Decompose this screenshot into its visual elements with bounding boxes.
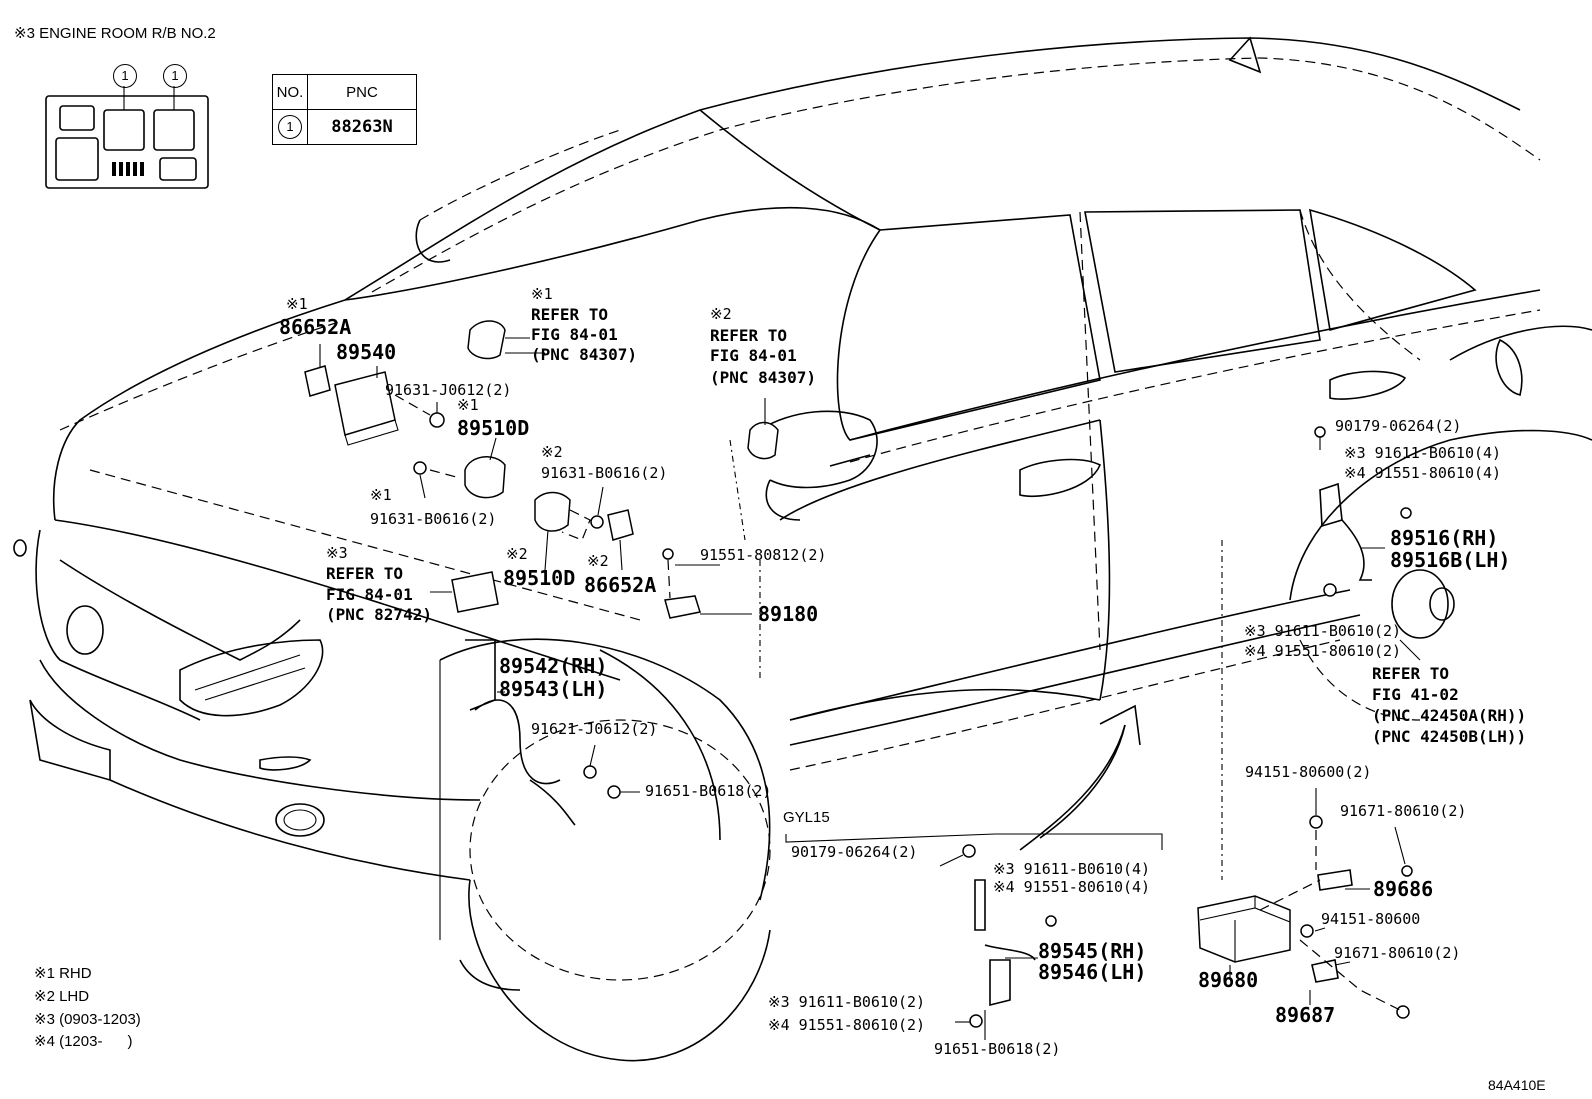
note-mark: ※2	[710, 305, 732, 323]
part-label-91551-80610-gyl-4: ※4 91551-80610(4)	[993, 878, 1151, 896]
part-label-91611-b0610-rear: ※3 91611-B0610(4)	[1344, 444, 1502, 462]
refer-text: (PNC 82742)	[326, 605, 432, 624]
part-label-91651-b0618-gyl: 91651-B0618(2)	[934, 1040, 1061, 1058]
leader-lines	[319, 344, 1421, 1040]
part-label-91611-b0610-hub: ※3 91611-B0610(2)	[1244, 622, 1402, 640]
refer-text: FIG 84-01	[326, 585, 413, 604]
refer-text: REFER TO	[326, 564, 404, 583]
part-label-90179-06264-rear: 90179-06264(2)	[1335, 417, 1462, 435]
part-label-89687: 89687	[1275, 1003, 1336, 1027]
part-icons	[304, 320, 1455, 1028]
pnc-table-row-no: 1	[278, 115, 302, 139]
part-label-91631-b0616-lhd: 91631-B0616(2)	[541, 464, 668, 482]
pnc-table-header-no: NO.	[272, 74, 308, 110]
part-label-89510d-rhd: 89510D	[457, 416, 530, 440]
note-mark: ※2	[506, 545, 528, 563]
part-label-89686: 89686	[1373, 877, 1434, 901]
refer-text: (PNC 42450B(LH))	[1372, 727, 1527, 746]
refer-text: FIG 41-02	[1372, 685, 1459, 704]
note-mark: ※1	[286, 295, 308, 313]
refer-text: REFER TO	[710, 326, 788, 345]
legend-item: ※2 LHD	[34, 988, 90, 1005]
refer-text: FIG 84-01	[531, 325, 618, 344]
part-label-89543: 89543(LH)	[499, 677, 608, 701]
part-label-90179-06264-gyl: 90179-06264(2)	[791, 843, 918, 861]
relay-box-icon	[45, 86, 209, 189]
pnc-table-row-pnc: 88263N	[307, 109, 417, 145]
note-mark: ※2	[587, 552, 609, 570]
part-label-91621-j0612: 91621-J0612(2)	[531, 720, 658, 738]
refer-text: (PNC 84307)	[531, 345, 637, 364]
part-label-91651-b0618: 91651-B0618(2)	[645, 782, 772, 800]
part-label-89546: 89546(LH)	[1038, 960, 1147, 984]
part-label-91551-80812: 91551-80812(2)	[700, 546, 827, 564]
refer-text: REFER TO	[1372, 664, 1450, 683]
part-label-89540: 89540	[336, 340, 397, 364]
note-mark: ※1	[457, 396, 479, 414]
part-label-91611-b0610-gyl-2: ※3 91611-B0610(2)	[768, 993, 926, 1011]
part-label-86652a-lhd: 86652A	[584, 573, 657, 597]
part-label-94151-80600: 94151-80600	[1321, 910, 1421, 928]
group-label-gyl15: GYL15	[783, 809, 830, 826]
part-label-91611-b0610-gyl-4: ※3 91611-B0610(4)	[993, 860, 1151, 878]
part-label-91631-b0616-rhd: 91631-B0616(2)	[370, 510, 497, 528]
part-label-86652a-rhd: 86652A	[279, 315, 352, 339]
part-label-89180: 89180	[758, 602, 819, 626]
part-label-91551-80610-gyl-2: ※4 91551-80610(2)	[768, 1016, 926, 1034]
relay-box-callout-2: 1	[163, 64, 187, 88]
part-label-91551-80610-hub: ※4 91551-80610(2)	[1244, 642, 1402, 660]
part-label-91551-80610-rear: ※4 91551-80610(4)	[1344, 464, 1502, 482]
figure-code: 84A410E	[1488, 1077, 1546, 1093]
part-label-91671-80610-top: 91671-80610(2)	[1340, 802, 1467, 820]
refer-text: FIG 84-01	[710, 346, 797, 365]
part-label-94151-80600-2: 94151-80600(2)	[1245, 763, 1372, 781]
part-label-89680: 89680	[1198, 968, 1259, 992]
note-mark: ※2	[541, 443, 563, 461]
part-label-89516: 89516(RH)	[1390, 526, 1499, 550]
part-label-89545: 89545(RH)	[1038, 939, 1147, 963]
refer-text: (PNC 84307)	[710, 368, 816, 387]
legend-item: ※3 (0903-1203)	[34, 1011, 141, 1028]
part-label-91671-80610-bottom: 91671-80610(2)	[1334, 944, 1461, 962]
table-row: 1 88263N	[272, 109, 417, 145]
relay-box-title: ※3 ENGINE ROOM R/B NO.2	[14, 25, 216, 42]
legend-item: ※1 RHD	[34, 965, 92, 982]
part-label-89516b: 89516B(LH)	[1390, 548, 1511, 572]
relay-box-callout-1: 1	[113, 64, 137, 88]
part-label-89510d-lhd: 89510D	[503, 566, 576, 590]
pnc-table-header-pnc: PNC	[307, 74, 417, 110]
refer-text: REFER TO	[531, 305, 609, 324]
car-body-outline	[13, 36, 1592, 1062]
part-label-91631-j0612: 91631-J0612(2)	[385, 381, 512, 399]
legend-item: ※4 (1203- )	[34, 1033, 133, 1050]
pnc-table: NO. PNC 1 88263N	[272, 74, 417, 145]
note-mark: ※1	[531, 285, 553, 303]
note-mark: ※3	[326, 544, 348, 562]
note-mark: ※1	[370, 486, 392, 504]
refer-text: (PNC 42450A(RH))	[1372, 706, 1527, 725]
part-label-89542: 89542(RH)	[499, 654, 608, 678]
